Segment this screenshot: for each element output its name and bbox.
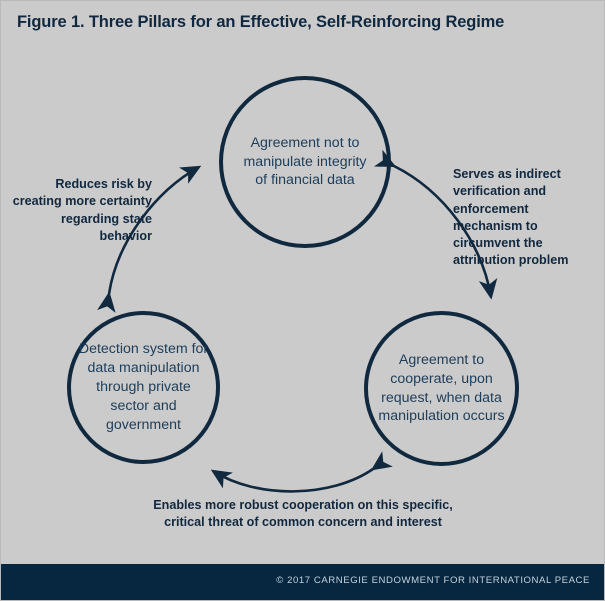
footer-band: © 2017 CARNEGIE ENDOWMENT FOR INTERNATIO… (1, 564, 604, 600)
footer-copyright: © 2017 CARNEGIE ENDOWMENT FOR INTERNATIO… (276, 575, 590, 586)
node-detection-system[interactable]: Detection system for data manipulation t… (67, 311, 220, 464)
node-agreement-cooperate-label: Agreement to cooperate, upon request, wh… (378, 351, 505, 425)
connector-bottom-edge (210, 451, 393, 493)
annotation-right-edge: Serves as indirect verification and enfo… (453, 167, 569, 268)
node-agreement-integrity-label: Agreement not to manipulate integrity of… (243, 134, 367, 189)
node-detection-system-label: Detection system for data manipulation t… (78, 341, 209, 433)
annotation-left-edge: Reduces risk by creating more certainty … (12, 177, 152, 243)
node-agreement-cooperate[interactable]: Agreement to cooperate, upon request, wh… (364, 311, 519, 466)
figure-title: Figure 1. Three Pillars for an Effective… (17, 13, 505, 31)
annotation-bottom-edge: Enables more robust cooperation on this … (153, 498, 453, 530)
node-agreement-integrity[interactable]: Agreement not to manipulate integrity of… (219, 76, 391, 248)
